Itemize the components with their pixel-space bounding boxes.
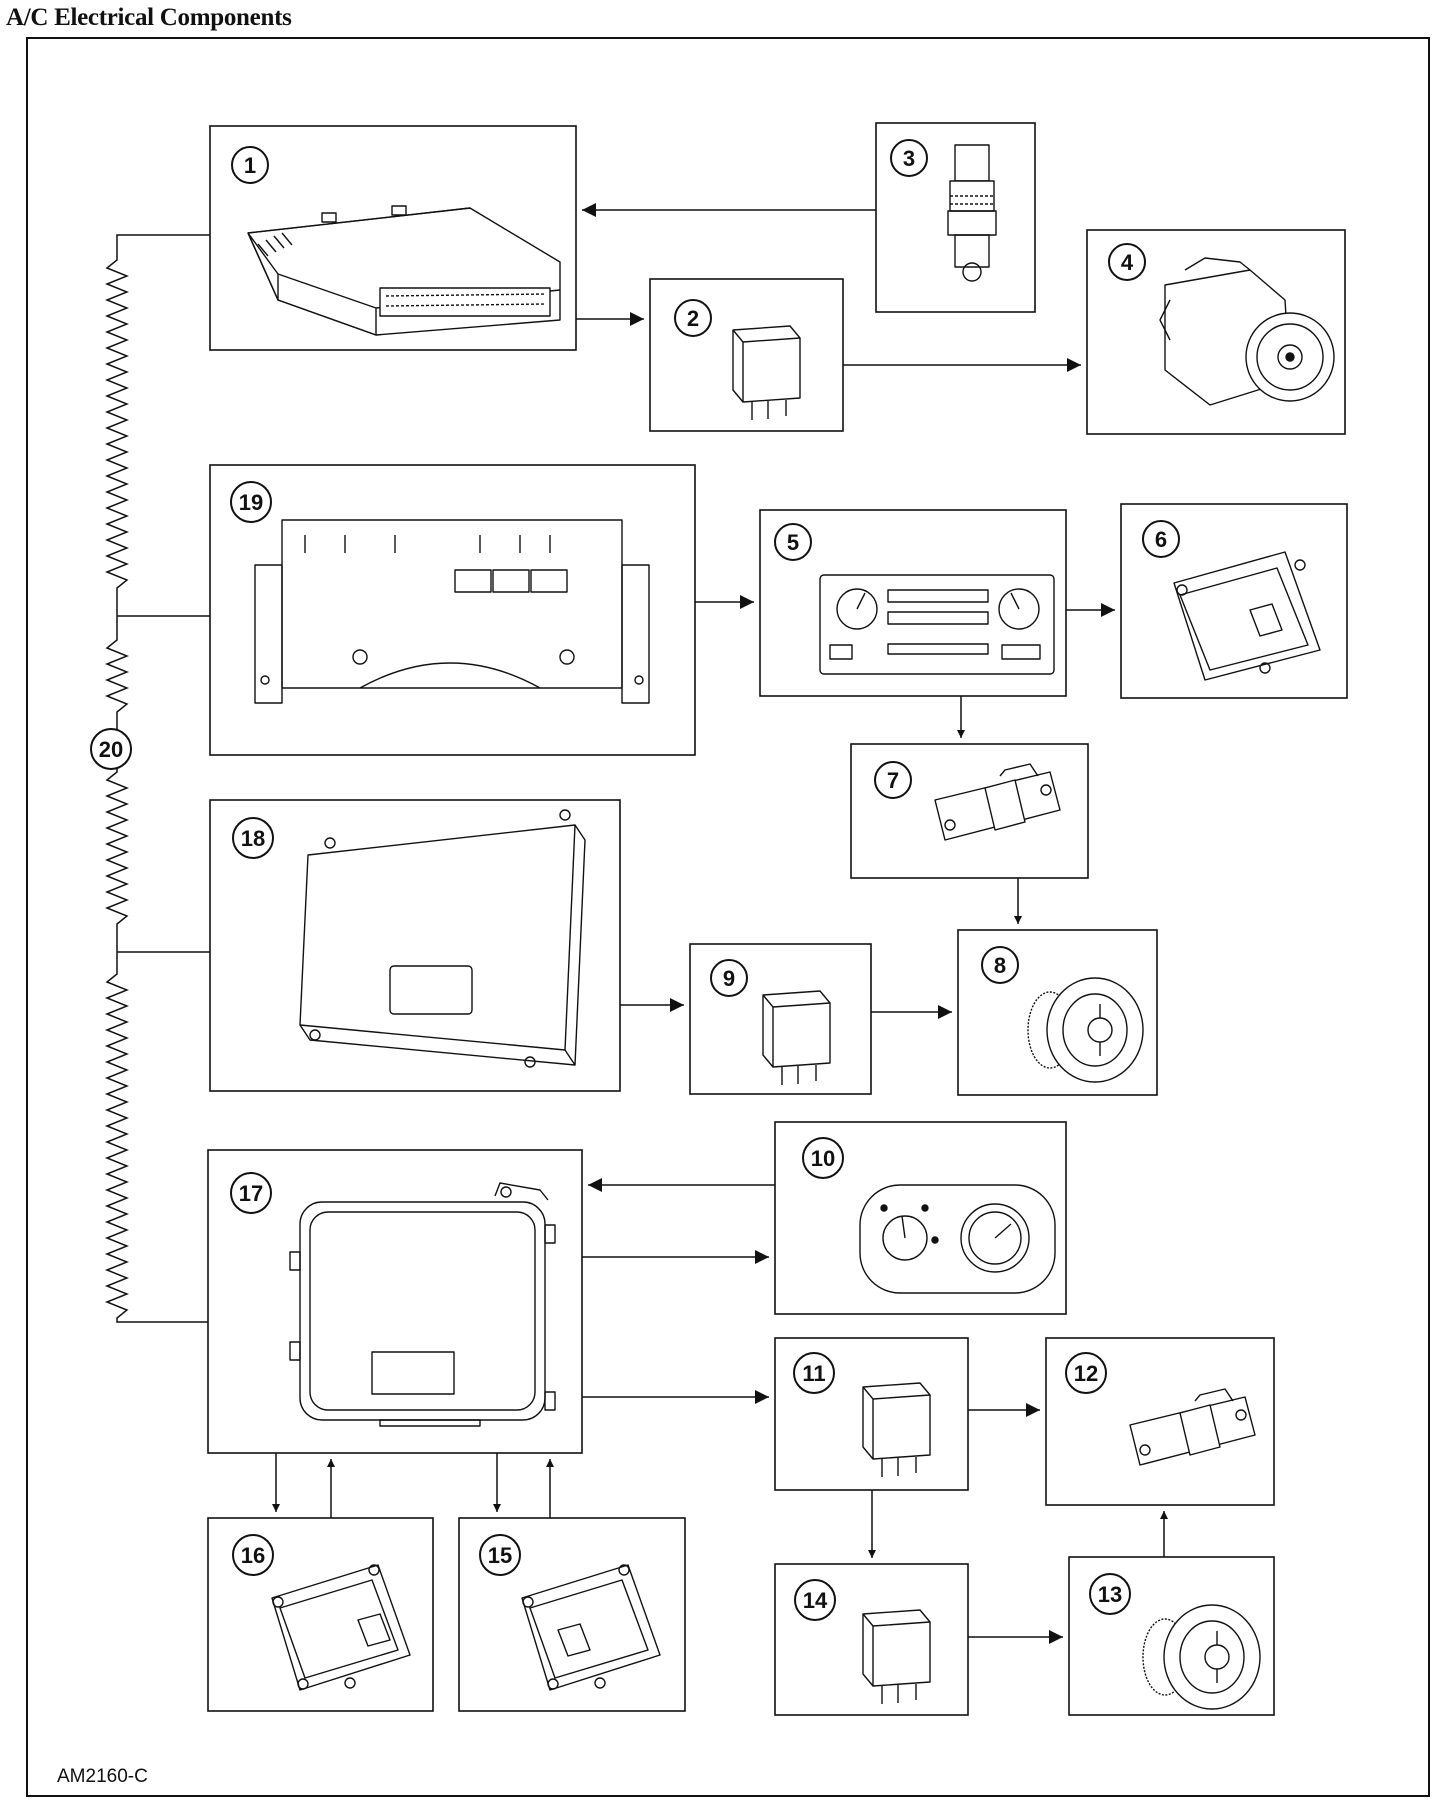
callout-1: 1 [231, 146, 269, 184]
component-box-6 [1120, 503, 1348, 699]
component-box-3 [875, 122, 1036, 313]
component-box-16 [207, 1517, 434, 1712]
instrument-cluster-icon [254, 519, 650, 704]
callout-3: 3 [890, 139, 928, 177]
blower-resistor-icon [934, 763, 1061, 841]
component-box-15 [458, 1517, 686, 1712]
callout-7: 7 [874, 761, 912, 799]
control-module-icon [289, 1182, 556, 1427]
component-box-1 [209, 125, 577, 351]
callout-16: 16 [232, 1534, 274, 1576]
svg-text:14: 14 [803, 1588, 828, 1613]
svg-text:4: 4 [1121, 250, 1134, 275]
svg-text:7: 7 [887, 768, 899, 793]
svg-text:17: 17 [239, 1181, 263, 1206]
callout-17: 17 [230, 1172, 272, 1214]
door-actuator-icon [521, 1564, 661, 1691]
component-box-4 [1086, 229, 1346, 435]
svg-text:20: 20 [99, 737, 123, 762]
callout-12: 12 [1065, 1352, 1107, 1394]
wiring-harness-20 [104, 234, 210, 1323]
component-box-10 [774, 1121, 1067, 1315]
svg-text:12: 12 [1074, 1361, 1098, 1386]
callout-19: 19 [230, 481, 272, 523]
svg-text:2: 2 [687, 306, 699, 331]
climate-control-head-icon [859, 1184, 1056, 1294]
svg-text:16: 16 [241, 1543, 265, 1568]
diagram-title: A/C Electrical Components [6, 4, 292, 31]
ac-compressor-icon [1159, 257, 1335, 406]
component-box-17 [207, 1149, 583, 1454]
callout-2: 2 [674, 299, 712, 337]
callout-8: 8 [981, 946, 1019, 984]
svg-text:15: 15 [488, 1543, 512, 1568]
callout-15: 15 [479, 1534, 521, 1576]
svg-text:5: 5 [787, 530, 799, 555]
callout-11: 11 [793, 1352, 835, 1394]
component-box-14 [774, 1563, 969, 1716]
component-box-5 [759, 509, 1067, 697]
control-module-icon [247, 205, 561, 336]
svg-text:10: 10 [811, 1146, 835, 1171]
callout-10: 10 [802, 1137, 844, 1179]
callout-18: 18 [232, 817, 274, 859]
climate-control-panel-icon [819, 574, 1055, 675]
component-box-8 [957, 929, 1158, 1096]
svg-text:9: 9 [723, 966, 735, 991]
svg-text:6: 6 [1155, 527, 1167, 552]
figure-code: AM2160-C [57, 1766, 148, 1787]
control-module-icon [299, 809, 586, 1068]
door-actuator-icon [1173, 551, 1321, 681]
component-box-18 [209, 799, 621, 1092]
component-box-2 [649, 278, 844, 432]
blower-motor-icon [1142, 1604, 1261, 1710]
component-box-19 [209, 464, 696, 756]
svg-text:11: 11 [802, 1361, 825, 1386]
svg-text:18: 18 [241, 826, 265, 851]
svg-text:13: 13 [1098, 1582, 1122, 1607]
blower-motor-icon [1027, 977, 1144, 1083]
door-actuator-icon [271, 1564, 411, 1691]
callout-20: 20 [90, 728, 132, 770]
component-box-12 [1045, 1337, 1275, 1506]
component-box-13 [1068, 1556, 1275, 1716]
svg-text:8: 8 [994, 953, 1006, 978]
callout-13: 13 [1089, 1573, 1131, 1615]
callout-6: 6 [1142, 520, 1180, 558]
callout-4: 4 [1108, 243, 1146, 281]
relay-icon [732, 325, 801, 420]
component-box-7 [850, 743, 1089, 879]
relay-icon [762, 990, 831, 1085]
relay-icon [862, 1382, 931, 1477]
blower-resistor-icon [1129, 1388, 1256, 1466]
callout-14: 14 [794, 1579, 836, 1621]
svg-text:1: 1 [244, 153, 256, 178]
svg-text:3: 3 [903, 146, 915, 171]
component-box-9 [689, 943, 872, 1095]
pressure-switch-icon [947, 144, 997, 282]
callout-9: 9 [710, 959, 748, 997]
callout-5: 5 [774, 523, 812, 561]
diagram-frame [26, 37, 1430, 1797]
svg-text:19: 19 [239, 490, 263, 515]
relay-icon [862, 1609, 931, 1704]
